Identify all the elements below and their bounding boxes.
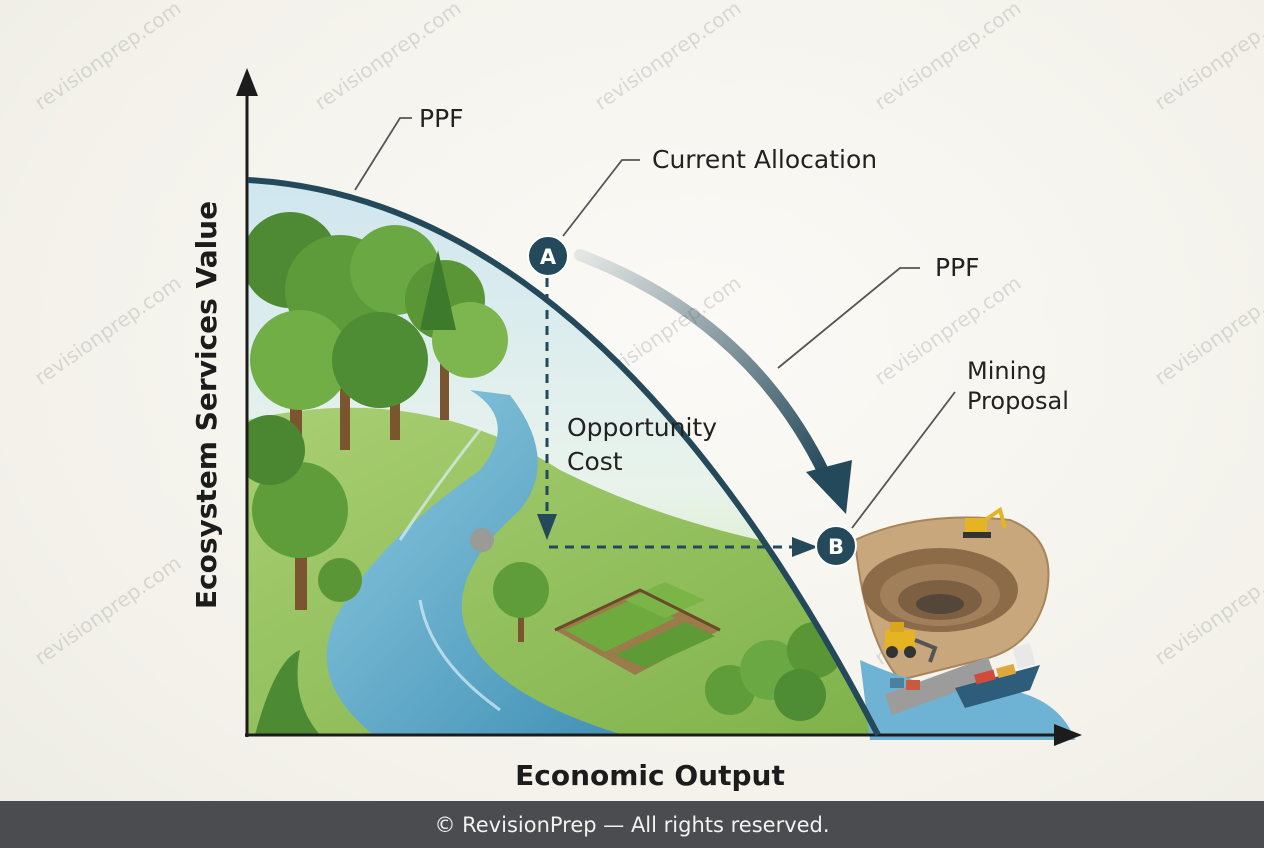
mining-proposal-leader xyxy=(851,391,956,529)
mining-proposal-label-line2: Proposal xyxy=(967,387,1069,415)
point-a-marker: A xyxy=(527,235,569,277)
leader-lines xyxy=(354,117,956,529)
x-axis-arrowhead xyxy=(1054,724,1082,746)
copyright-text: © RevisionPrep — All rights reserved. xyxy=(434,812,830,837)
y-axis-title: Ecosystem Services Value xyxy=(190,201,223,609)
point-b-marker: B xyxy=(815,525,857,567)
current-allocation-label: Current Allocation xyxy=(652,145,877,174)
small-tree xyxy=(493,562,549,642)
y-axis-arrowhead xyxy=(236,68,258,96)
cargo-ship xyxy=(955,643,1040,708)
movement-arrow xyxy=(574,249,852,514)
river xyxy=(326,390,640,735)
ppf-curve xyxy=(247,177,881,737)
bushes xyxy=(705,622,843,721)
opportunity-cost-label-line1: Opportunity xyxy=(567,413,717,442)
forest xyxy=(248,212,508,735)
current-allocation-leader xyxy=(562,159,640,237)
farm-plots xyxy=(554,582,721,675)
bulldozer xyxy=(885,622,938,663)
opportunity-cost-label-line2: Cost xyxy=(567,447,623,476)
opportunity-cost-arrows xyxy=(537,278,818,557)
point-b-label: B xyxy=(828,535,844,559)
ppf-top-label: PPF xyxy=(419,104,464,133)
ppf-right-leader xyxy=(777,267,920,369)
point-a-label: A xyxy=(540,245,557,269)
excavator xyxy=(963,506,1007,538)
copyright-footer: © RevisionPrep — All rights reserved. xyxy=(0,801,1264,848)
mining-proposal-label-line1: Mining xyxy=(967,357,1047,385)
ppf-top-leader xyxy=(354,117,412,191)
ppf-right-label: PPF xyxy=(935,253,980,282)
x-axis-title: Economic Output xyxy=(515,759,785,792)
axes xyxy=(236,68,1082,746)
mining-site xyxy=(853,506,1075,740)
